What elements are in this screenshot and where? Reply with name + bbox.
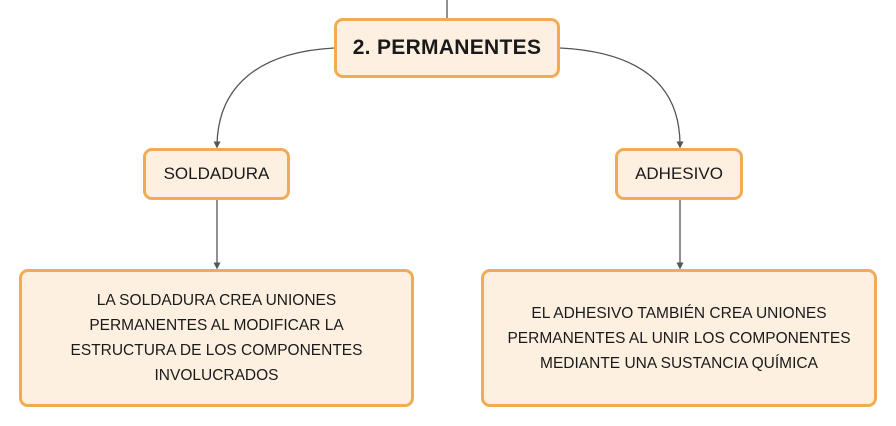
connector-root-to-soldadura [213,47,335,149]
node-soldadura[interactable]: SOLDADURA [143,148,290,200]
connector-root-to-adhesivo [559,47,684,149]
root-node-permanentes[interactable]: 2. PERMANENTES [334,18,560,78]
root-node-label: 2. PERMANENTES [352,36,542,59]
node-soldadura-label: SOLDADURA [163,164,270,183]
adhesivo-description-text: EL ADHESIVO TAMBIÉN CREA UNIONES PERMANE… [507,304,851,372]
soldadura-description-text: LA SOLDADURA CREA UNIONES PERMANENTES AL… [70,292,363,384]
node-adhesivo-description[interactable]: EL ADHESIVO TAMBIÉN CREA UNIONES PERMANE… [481,269,877,407]
node-adhesivo[interactable]: ADHESIVO [615,148,743,200]
node-soldadura-description[interactable]: LA SOLDADURA CREA UNIONES PERMANENTES AL… [19,269,414,407]
node-adhesivo-label: ADHESIVO [635,164,723,183]
